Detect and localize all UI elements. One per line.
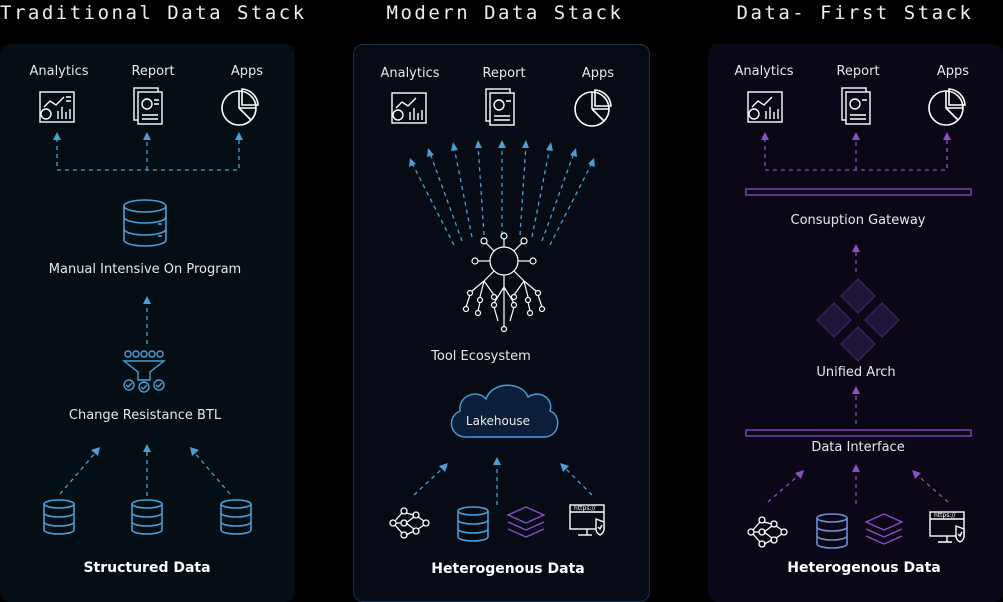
layers-icon [864, 513, 904, 545]
structured-data-label: Structured Data [83, 560, 211, 576]
structured-database-icon-1 [43, 499, 75, 535]
svg-text:https://: https:// [574, 505, 596, 512]
heterogenous-database-icon [457, 506, 489, 542]
unified-arch-diamond-icon [816, 278, 900, 362]
data-interface-bar [745, 429, 972, 437]
pipeline-graph-icon [389, 507, 430, 539]
web-security-icon: https:// [569, 504, 605, 536]
layers-icon [506, 506, 546, 538]
apps-label: Apps [936, 64, 970, 79]
analytics-icon [747, 91, 783, 123]
analytics-label: Analytics [734, 64, 794, 79]
heterogenous-data-label: Heterogenous Data [787, 560, 941, 576]
apps-pie-icon [221, 88, 259, 126]
lakehouse-cloud [450, 384, 559, 438]
data-interface-label: Data Interface [811, 440, 905, 455]
apps-pie-icon [574, 89, 612, 127]
web-security-icon: https:// [929, 511, 965, 543]
traditional-stack-diagram [39, 87, 259, 535]
data-first-stack-panel: Analytics Report Apps [708, 44, 1003, 602]
report-label: Report [836, 64, 880, 79]
apps-label: Apps [581, 66, 615, 81]
analytics-label: Analytics [380, 66, 440, 81]
traditional-stack-panel: Analytics Report Apps [0, 44, 295, 602]
analytics-icon [39, 91, 75, 123]
report-icon [841, 87, 871, 125]
report-icon [485, 88, 515, 126]
funnel-icon [121, 350, 167, 393]
fan-out-arrows [411, 144, 593, 246]
consumption-gateway-label: Consuption Gateway [790, 213, 926, 228]
report-label: Report [131, 64, 175, 79]
heterogenous-database-icon [816, 513, 848, 549]
tool-ecosystem-label: Tool Ecosystem [431, 349, 531, 364]
data-first-stack-diagram: https:// [745, 87, 972, 549]
source-arrows [59, 450, 231, 496]
modern-stack-panel: Analytics Report Apps [353, 44, 650, 602]
modern-stack-title: Modern Data Stack [386, 2, 624, 24]
structured-database-icon-3 [220, 499, 252, 535]
svg-text:https://: https:// [934, 512, 956, 519]
data-first-stack-title: Data- First Stack [736, 2, 974, 24]
report-label: Report [482, 66, 526, 81]
fan-arrow-heads [409, 140, 595, 167]
btl-label: Change Resistance BTL [68, 408, 222, 423]
database-icon [123, 199, 167, 247]
modern-stack-diagram: https:// [389, 88, 612, 542]
analytics-label: Analytics [29, 64, 89, 79]
apps-pie-icon [928, 88, 966, 126]
arrow-heads [53, 132, 243, 140]
structured-database-icon-2 [131, 499, 163, 535]
unified-arch-label: Unified Arch [816, 365, 896, 380]
tool-network-icon [462, 232, 546, 333]
pipeline-graph-icon [747, 516, 788, 548]
hetero-source-arrows [767, 470, 949, 504]
analytics-icon [391, 92, 427, 124]
consumption-gateway-bar [745, 188, 972, 196]
consumer-connector [764, 138, 948, 171]
report-icon [133, 87, 163, 125]
heterogenous-data-label: Heterogenous Data [431, 561, 585, 577]
traditional-stack-title: Traditional Data Stack [0, 2, 307, 24]
hetero-source-arrows [413, 463, 593, 505]
apps-label: Apps [230, 64, 264, 79]
program-label: Manual Intensive On Program [48, 262, 242, 277]
consumer-connector [56, 138, 240, 171]
lakehouse-label: Lakehouse [465, 414, 531, 428]
